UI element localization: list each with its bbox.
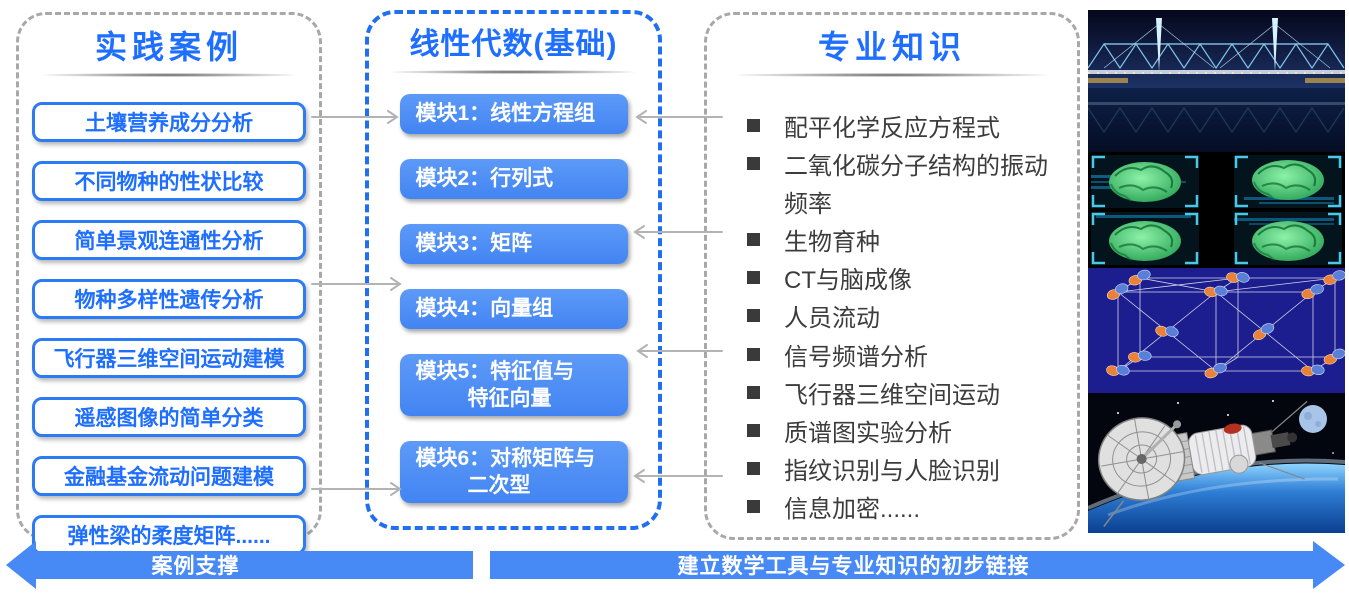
square-bullet-icon <box>747 424 760 437</box>
practice-cases-title: 实践案例 <box>94 29 243 65</box>
right-arrowhead-icon <box>1313 541 1345 589</box>
module-list: 模块1：线性方程组 模块2：行列式 模块3：矩阵 模块4：向量组 <box>399 93 628 503</box>
linear-algebra-panel: 线性代数(基础) 模块1：线性方程组 模块2：行列式 模块3：矩阵 <box>365 10 662 530</box>
knowledge-item-label: 指纹识别与人脸识别 <box>784 458 1000 486</box>
knowledge-item: 人员流动 <box>747 300 1051 332</box>
square-bullet-icon <box>747 156 760 170</box>
brain-ct-scan-photo <box>1088 152 1345 268</box>
case-label: 飞行器三维空间运动建模 <box>53 347 285 371</box>
module-label-line2: 二次型 <box>467 473 531 497</box>
square-bullet-icon <box>747 233 760 247</box>
knowledge-title: 专业知识 <box>817 29 966 65</box>
left-arrowhead-icon <box>6 541 36 589</box>
case-label: 金融基金流动问题建模 <box>64 465 274 489</box>
case-label: 物种多样性遗传分析 <box>74 288 264 312</box>
knowledge-item-label: 人员流动 <box>784 305 880 333</box>
module-box: 模块4：向量组 <box>399 288 628 329</box>
module-box: 模块2：行列式 <box>399 158 628 199</box>
square-bullet-icon <box>747 500 760 514</box>
module-label-line2: 特征向量 <box>467 386 552 410</box>
knowledge-item-label: 配平化学反应方程式 <box>784 114 1000 142</box>
knowledge-item-label: 生物育种 <box>784 229 880 257</box>
module-box: 模块6：对称矩阵与 二次型 <box>399 440 628 503</box>
satellite-earth-photo <box>1088 393 1345 533</box>
case-box: 弹性梁的柔度矩阵...... <box>32 514 306 555</box>
case-box: 飞行器三维空间运动建模 <box>32 337 306 378</box>
case-box: 不同物种的性状比较 <box>32 160 306 201</box>
knowledge-item-label: 二氧化碳分子结构的振动 <box>784 152 1048 180</box>
knowledge-item: 配平化学反应方程式 <box>747 109 1051 142</box>
case-label: 简单景观连通性分析 <box>74 229 264 253</box>
module-box: 模块5：特征值与 特征向量 <box>399 353 628 416</box>
title-divider <box>43 72 295 77</box>
knowledge-item: 频率 <box>747 185 1051 218</box>
knowledge-item-label: 质谱图实验分析 <box>784 420 952 447</box>
knowledge-item: 信号频谱分析 <box>747 338 1051 371</box>
linear-algebra-title: 线性代数(基础) <box>409 28 618 61</box>
knowledge-item-label: 飞行器三维空间运动 <box>784 381 1000 409</box>
module-label: 模块5：特征值与 <box>415 359 575 383</box>
square-bullet-icon <box>747 462 760 476</box>
knowledge-item: 二氧化碳分子结构的振动 <box>747 147 1051 180</box>
knowledge-item: CT与脑成像 <box>747 262 1051 294</box>
knowledge-item: 飞行器三维空间运动 <box>747 376 1051 409</box>
case-box: 简单景观连通性分析 <box>32 219 306 260</box>
module-box: 模块1：线性方程组 <box>399 93 628 134</box>
case-support-banner: 案例支撑 <box>6 541 473 589</box>
knowledge-item: 信息加密...... <box>747 491 1051 523</box>
knowledge-item-label: CT与脑成像 <box>784 267 912 295</box>
knowledge-list: 配平化学反应方程式 二氧化碳分子结构的振动 频率 生物育种 <box>747 109 1051 523</box>
case-label: 弹性梁的柔度矩阵...... <box>67 524 271 548</box>
case-support-banner-label: 案例支撑 <box>36 551 473 579</box>
molecule-lattice-photo <box>1088 268 1345 393</box>
knowledge-item-label: 信息加密...... <box>784 496 921 524</box>
module-label: 模块6：对称矩阵与 <box>415 446 596 470</box>
practice-cases-panel: 实践案例 土壤营养成分分析 不同物种的性状比较 简单景观连通性分析 物种多样性遗… <box>16 12 322 555</box>
knowledge-item-label: 频率 <box>784 190 832 218</box>
case-label: 土壤营养成分分析 <box>85 111 253 135</box>
case-box: 遥感图像的简单分类 <box>32 396 306 437</box>
square-bullet-icon <box>747 309 760 323</box>
knowledge-item: 质谱图实验分析 <box>747 415 1051 447</box>
case-box: 金融基金流动问题建模 <box>32 455 306 496</box>
title-divider <box>392 69 635 74</box>
link-knowledge-banner: 建立数学工具与专业知识的初步链接 <box>490 541 1345 589</box>
module-label: 模块3：矩阵 <box>415 232 533 255</box>
knowledge-item-label: 信号频谱分析 <box>784 343 928 371</box>
square-bullet-icon <box>747 271 760 285</box>
case-box: 物种多样性遗传分析 <box>32 278 306 319</box>
title-divider <box>736 72 1048 77</box>
module-box: 模块3：矩阵 <box>399 223 628 264</box>
knowledge-item: 指纹识别与人脸识别 <box>747 453 1051 485</box>
knowledge-item: 生物育种 <box>747 224 1051 256</box>
case-list: 土壤营养成分分析 不同物种的性状比较 简单景观连通性分析 物种多样性遗传分析 飞… <box>32 101 306 555</box>
case-box: 土壤营养成分分析 <box>32 101 306 142</box>
square-bullet-icon <box>747 347 760 361</box>
case-label: 遥感图像的简单分类 <box>74 406 264 430</box>
case-label: 不同物种的性状比较 <box>74 170 264 194</box>
module-label: 模块4：向量组 <box>415 297 554 320</box>
link-knowledge-banner-label: 建立数学工具与专业知识的初步链接 <box>490 551 1313 579</box>
night-bridge-photo <box>1088 10 1345 152</box>
square-bullet-icon <box>747 385 760 399</box>
square-bullet-icon <box>747 118 760 132</box>
knowledge-panel: 专业知识 配平化学反应方程式 二氧化碳分子结构的振动 频率 <box>704 12 1080 540</box>
module-label: 模块2：行列式 <box>415 167 554 190</box>
module-label: 模块1：线性方程组 <box>415 102 596 125</box>
